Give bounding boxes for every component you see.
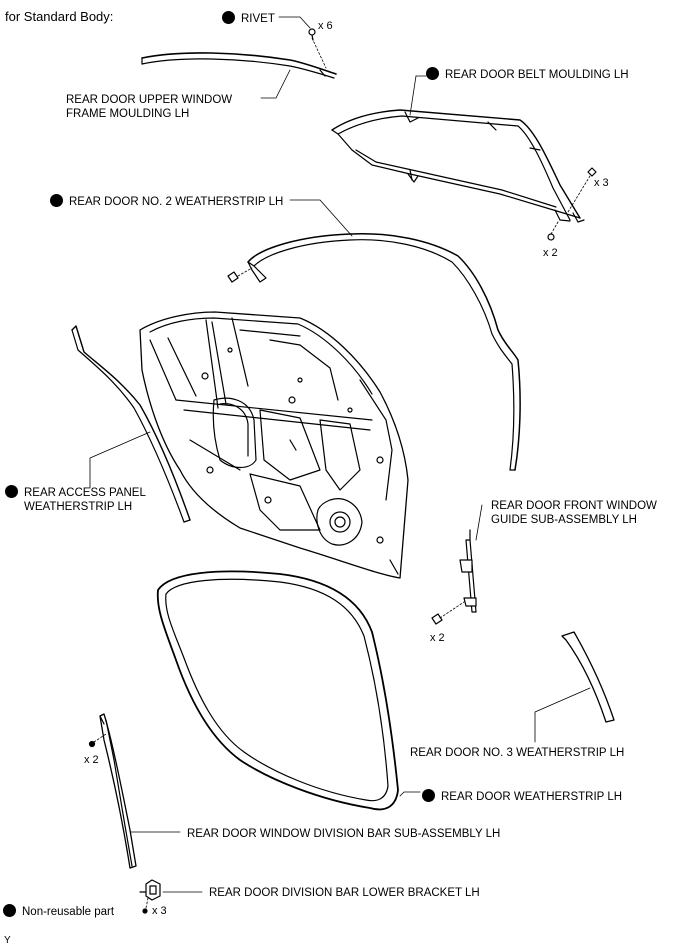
non-reusable-icon (426, 67, 439, 80)
belt-moulding-label: REAR DOOR BELT MOULDING LH (426, 67, 629, 82)
no2-clip-icon (227, 267, 253, 283)
guide-bolt-icon (431, 601, 465, 625)
non-reusable-icon (50, 194, 63, 207)
filled-circle-icon (3, 904, 16, 917)
bracket-qty: x 3 (152, 905, 167, 917)
page-title: for Standard Body: (5, 9, 114, 24)
no3-weatherstrip-label: REAR DOOR NO. 3 WEATHERSTRIP LH (410, 747, 625, 759)
division-qty: x 2 (84, 754, 99, 766)
division-bolt-icon (88, 733, 107, 748)
rivet-label: RIVET (222, 11, 275, 26)
no3-weatherstrip (561, 631, 615, 723)
belt-qty: x 3 (594, 177, 609, 189)
no2-weatherstrip (247, 232, 521, 471)
figure-code: Y (4, 935, 11, 946)
non-reusable-icon (5, 485, 18, 498)
door-weatherstrip (156, 570, 399, 811)
lower-bracket-label: REAR DOOR DIVISION BAR LOWER BRACKET LH (209, 887, 480, 899)
non-reusable-icon (222, 11, 235, 24)
upper-window-frame-moulding (141, 52, 337, 79)
rivet-qty: x 6 (318, 20, 333, 32)
non-reusable-icon (422, 789, 435, 802)
upper-frame-moulding-label: REAR DOOR UPPER WINDOW FRAME MOULDING LH (66, 94, 233, 120)
door-panel (139, 311, 409, 579)
division-bar (99, 713, 137, 869)
belt-rivet-icon (547, 167, 597, 241)
door-weatherstrip-label: REAR DOOR WEATHERSTRIP LH (422, 789, 622, 804)
lower-bracket (139, 879, 161, 914)
front-window-guide-label: REAR DOOR FRONT WINDOW GUIDE SUB-ASSEMBL… (491, 500, 657, 526)
access-panel-weatherstrip-label: REAR ACCESS PANEL WEATHERSTRIP LH (5, 485, 146, 514)
belt-moulding (331, 109, 585, 223)
guide-qty: x 2 (430, 632, 445, 644)
no2-weatherstrip-label: REAR DOOR NO. 2 WEATHERSTRIP LH (50, 194, 283, 209)
rivet-icon (308, 28, 327, 69)
front-window-guide (459, 529, 477, 613)
division-bar-label: REAR DOOR WINDOW DIVISION BAR SUB-ASSEMB… (187, 828, 501, 840)
legend-non-reusable: Non-reusable part (3, 904, 114, 919)
access-panel-weatherstrip (71, 325, 191, 523)
belt-clip-qty: x 2 (543, 247, 558, 259)
